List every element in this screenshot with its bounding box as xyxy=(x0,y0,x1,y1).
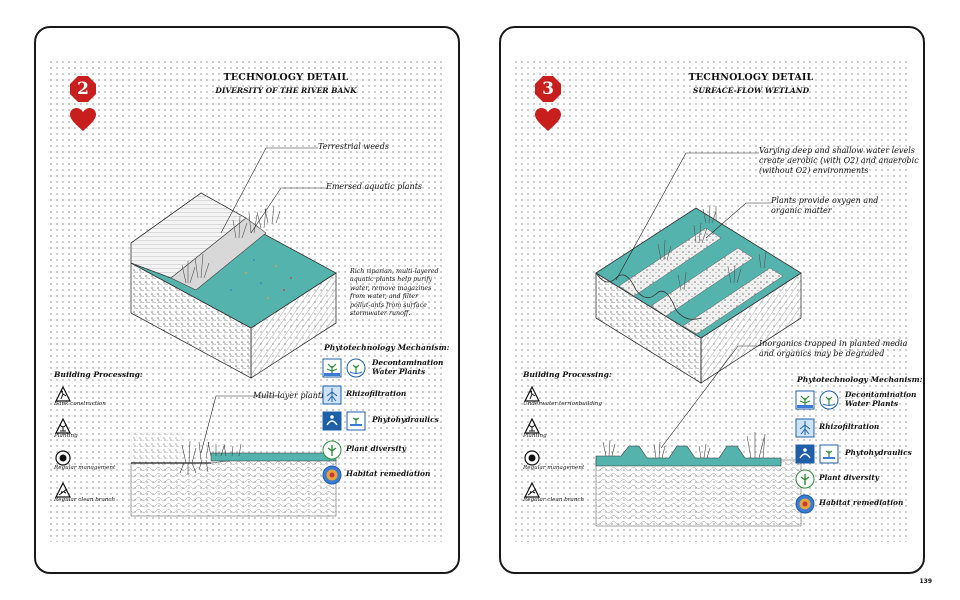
clean-branch-icon xyxy=(55,481,71,498)
heart-icon xyxy=(70,108,96,132)
clean-branch-icon xyxy=(524,481,540,498)
panel-river-bank: 2 TECHNOLOGY DETAIL DIVERSITY OF THE RIV… xyxy=(34,26,460,574)
mechanism-item: Habitat remediation xyxy=(322,465,452,489)
callout-plants-oxygen: Plants provide oxygen and organic matter xyxy=(771,196,879,215)
management-icon xyxy=(55,450,71,466)
rhizofiltration-icon xyxy=(322,385,342,405)
process-item: Regular management xyxy=(54,450,154,471)
building-processing-heading: Building Processing: xyxy=(54,370,143,379)
process-label: Bank construction xyxy=(54,401,106,407)
process-item: Planting xyxy=(54,417,154,439)
mechanism-label: Plant diversity xyxy=(346,444,407,453)
phytohydraulics-alt-icon xyxy=(346,411,366,431)
phytohydraulics-icon xyxy=(322,411,342,431)
callout-terrestrial-weeds: Terrestrial weeds xyxy=(318,142,389,151)
number-badge: 3 xyxy=(535,76,561,102)
page-number: 139 xyxy=(919,578,932,585)
badge-number: 2 xyxy=(77,79,89,99)
process-item: Regular clean branch xyxy=(523,481,623,503)
mechanism-item: Plant diversity xyxy=(322,440,452,464)
mechanism-label: Habitat remediation xyxy=(346,469,431,478)
riverbank-isometric-diagram xyxy=(130,147,337,517)
panel-subtitle: SURFACE-FLOW WETLAND xyxy=(692,86,810,95)
mechanism-item: Phytohydraulics xyxy=(795,444,923,468)
mechanism-item: Phytohydraulics xyxy=(322,411,452,435)
phytohydraulics-alt-icon xyxy=(819,444,839,464)
water-plant-alt-icon xyxy=(819,390,839,410)
panel-title: TECHNOLOGY DETAIL xyxy=(688,72,814,83)
water-plant-icon xyxy=(795,390,815,410)
process-label: Regular clean branch xyxy=(54,497,116,503)
mechanism-label: Phytohydraulics xyxy=(845,448,912,457)
water-plant-alt-icon xyxy=(346,358,366,378)
section-label: Multi-layer planting xyxy=(253,391,334,400)
process-item: Regular management xyxy=(523,450,623,471)
process-label: Regular management xyxy=(523,465,585,471)
mechanism-item: Rhizofiltration xyxy=(795,418,923,442)
panel-surface-flow-wetland: 3 TECHNOLOGY DETAIL SURFACE-FLOW WETLAND xyxy=(499,26,925,574)
process-item: Bank construction xyxy=(54,385,154,407)
planting-icon xyxy=(55,417,71,434)
habitat-icon xyxy=(795,494,815,514)
process-label: Planting xyxy=(54,433,78,439)
process-item: Underwater terrionbuilding xyxy=(523,385,623,407)
description-text: Rich riparian, multi-layered aquatic pla… xyxy=(350,268,439,318)
process-label: Underwater terrionbuilding xyxy=(523,401,602,407)
panel-subtitle: DIVERSITY OF THE RIVER BANK xyxy=(215,86,357,95)
wetland-isometric-diagram xyxy=(595,152,802,527)
water-plant-icon xyxy=(322,358,342,378)
mechanism-item: Habitat remediation xyxy=(795,494,923,518)
panel-title: TECHNOLOGY DETAIL xyxy=(223,72,349,83)
habitat-icon xyxy=(322,465,342,485)
plant-diversity-icon xyxy=(322,440,342,460)
number-badge: 2 xyxy=(70,76,96,102)
process-item: Regular clean branch xyxy=(54,481,154,503)
mechanism-item: Plant diversity xyxy=(795,469,923,493)
mechanism-label: Rhizofiltration xyxy=(819,422,880,431)
process-label: Regular management xyxy=(54,465,116,471)
building-processing-heading: Building Processing: xyxy=(523,370,612,379)
callout-emersed-plants: Emersed aquatic plants xyxy=(326,182,423,191)
mechanism-label: Rhizofiltration xyxy=(346,389,407,398)
section-label: Inorganics trapped in planted media and … xyxy=(759,339,908,358)
badge-number: 3 xyxy=(542,79,554,99)
rhizofiltration-icon xyxy=(795,418,815,438)
callout-water-levels: Varying deep and shallow water levels cr… xyxy=(759,146,919,175)
process-item: Planting xyxy=(523,417,623,439)
construction-icon xyxy=(55,385,71,402)
management-icon xyxy=(524,450,540,466)
mechanism-label: Habitat remediation xyxy=(819,498,904,507)
process-label: Planting xyxy=(523,433,547,439)
mechanism-label: Phytohydraulics xyxy=(372,415,439,424)
heart-icon xyxy=(535,108,561,132)
mechanism-heading: Phytotechnology Mechanism: xyxy=(324,343,450,352)
phytohydraulics-icon xyxy=(795,444,815,464)
process-label: Regular clean branch xyxy=(523,497,585,503)
planting-icon xyxy=(524,417,540,434)
mechanism-item: Rhizofiltration xyxy=(322,385,452,409)
construction-icon xyxy=(524,385,540,402)
plant-diversity-icon xyxy=(795,469,815,489)
mechanism-heading: Phytotechnology Mechanism: xyxy=(797,375,923,384)
mechanism-label: Plant diversity xyxy=(819,473,880,482)
